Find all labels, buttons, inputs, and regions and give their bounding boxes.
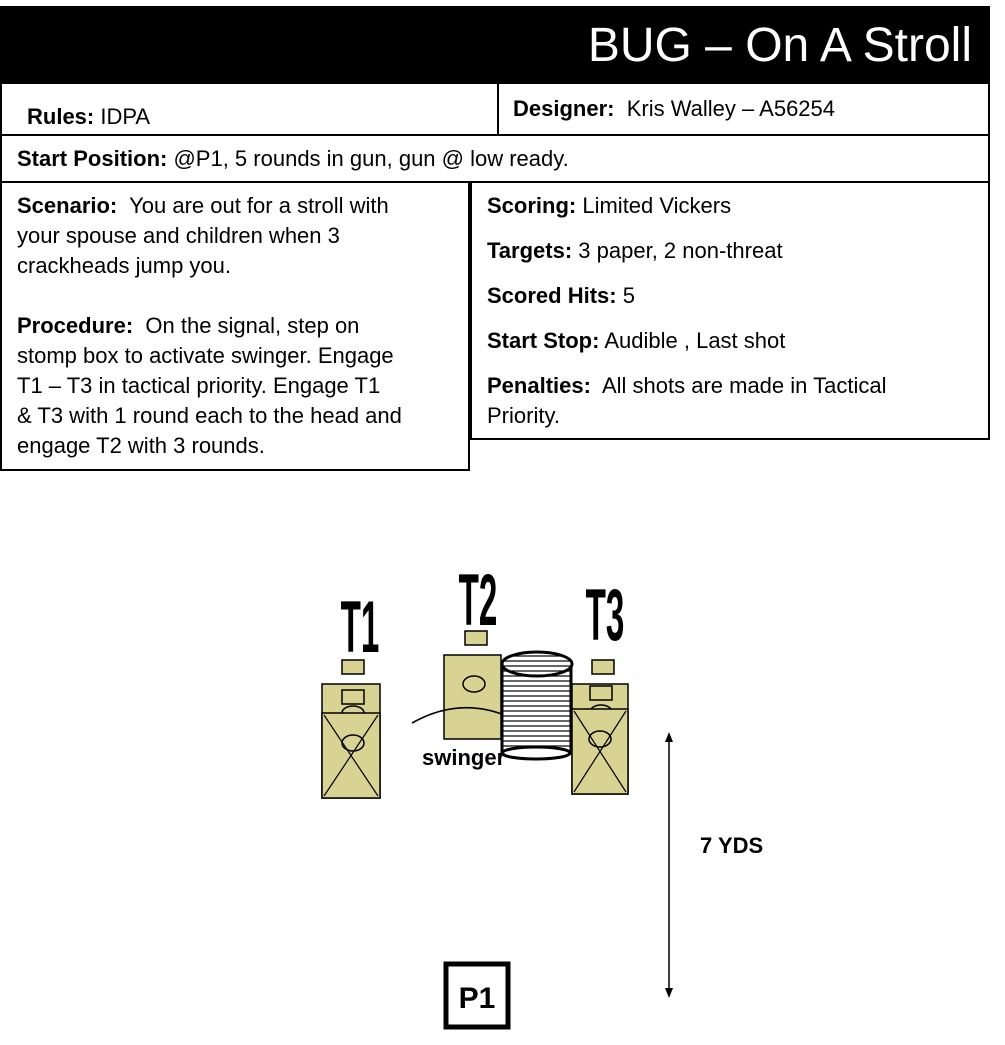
rules-line: Rules: IDPA <box>27 102 150 132</box>
scored-hits-value: 5 <box>622 283 635 308</box>
start-position-line: Start Position: @P1, 5 rounds in gun, gu… <box>17 144 569 174</box>
scored-hits-label: Scored Hits: <box>487 283 617 308</box>
designer-label: Designer: <box>513 96 615 121</box>
rules-value: IDPA <box>100 104 151 129</box>
t2-body <box>443 654 502 740</box>
start-stop-value: Audible , Last shot <box>604 328 786 353</box>
procedure-line: & T3 with 1 round each to the head and <box>17 403 402 428</box>
barrel-top <box>500 650 574 678</box>
t1-head <box>341 689 365 705</box>
t1-target <box>321 659 381 799</box>
t3-stand <box>591 659 615 675</box>
p1-position: P1 <box>443 961 511 1030</box>
scenario-line: You are out for a stroll with <box>129 193 389 218</box>
scenario-line: your spouse and children when 3 <box>17 223 340 248</box>
t1-bodyzone <box>341 734 365 752</box>
scoring-label: Scoring: <box>487 193 577 218</box>
p1-box <box>443 961 511 1030</box>
t1-nonthreat-x <box>323 714 379 797</box>
procedure-line: T1 – T3 in tactical priority. Engage T1 <box>17 373 381 398</box>
barrel-obstacle <box>500 650 574 761</box>
distance-arrow <box>665 732 673 998</box>
t3-head <box>589 685 613 701</box>
targets-label: Targets: <box>487 238 573 263</box>
start-stop-label: Start Stop: <box>487 328 600 353</box>
p1-label: P1 <box>459 982 496 1015</box>
procedure-line: stomp box to activate swinger. Engage <box>17 343 394 368</box>
start-position-value: @P1, 5 rounds in gun, gun @ low ready. <box>173 146 569 171</box>
distance-label: 7 YDS <box>700 833 763 858</box>
t2-label: T2 <box>459 559 498 642</box>
designer-line: Designer: Kris Walley – A56254 <box>513 94 835 124</box>
t3-label: T3 <box>586 574 625 657</box>
procedure-line: engage T2 with 3 rounds. <box>17 433 265 458</box>
penalties-line: All shots are made in Tactical <box>601 373 887 398</box>
title-bar: BUG – On A Stroll <box>0 6 990 82</box>
t3-target <box>571 659 629 795</box>
designer-value: Kris Walley – A56254 <box>626 96 836 121</box>
penalties-label: Penalties: <box>487 373 591 398</box>
procedure-label: Procedure: <box>17 313 134 338</box>
scenario-procedure-cell: Scenario: You are out for a stroll with … <box>0 181 470 471</box>
start-position-label: Start Position: <box>17 146 168 171</box>
barrel-body <box>500 663 573 755</box>
t3-nonthreat-x <box>573 710 627 793</box>
t1-stand <box>341 659 365 675</box>
t3-bodyzone <box>588 730 612 748</box>
targets-value: 3 paper, 2 non-threat <box>578 238 783 263</box>
scenario-line: crackheads jump you. <box>17 253 231 278</box>
t2-bodyzone <box>462 675 486 693</box>
arrow-down-icon <box>665 988 673 998</box>
stage-title: BUG – On A Stroll <box>587 19 972 72</box>
t1-label: T1 <box>341 586 380 669</box>
scenario-label: Scenario: <box>17 193 118 218</box>
scoring-block: Scoring: Limited Vickers Targets: 3 pape… <box>487 191 982 431</box>
penalties-line: Priority. <box>487 403 560 428</box>
scenario-block: Scenario: You are out for a stroll with … <box>17 191 462 461</box>
rules-label: Rules: <box>27 104 95 129</box>
scoring-cell: Scoring: Limited Vickers Targets: 3 pape… <box>470 181 990 440</box>
scoring-value: Limited Vickers <box>582 193 732 218</box>
swinger-label: swinger <box>422 745 506 770</box>
procedure-line: On the signal, step on <box>145 313 360 338</box>
t2-head <box>464 630 488 646</box>
arrow-up-icon <box>665 732 673 742</box>
t2-target <box>443 630 502 740</box>
barrel-bottom <box>500 745 572 761</box>
